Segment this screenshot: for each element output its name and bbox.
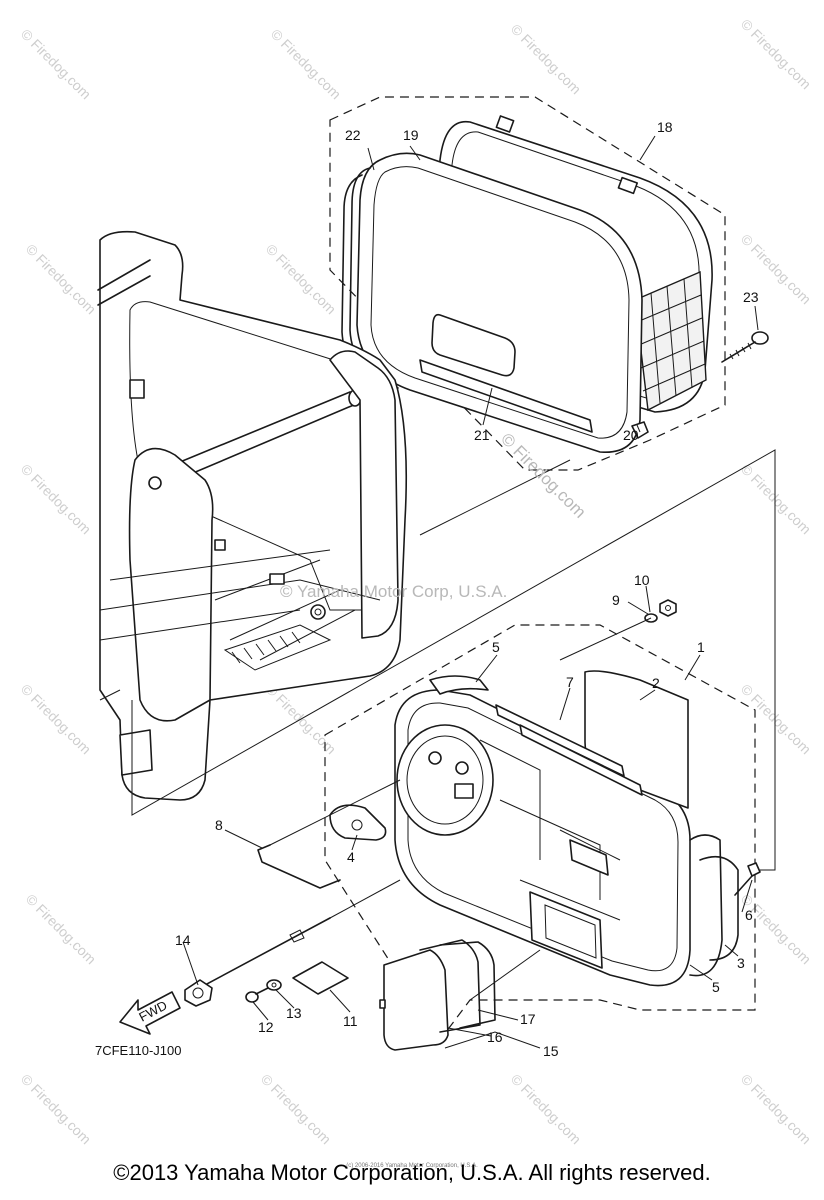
callout-5-upper: 5	[492, 639, 500, 655]
part-6-bolt	[734, 862, 761, 896]
part-19-window	[431, 313, 516, 377]
part-7-strip	[495, 704, 625, 777]
callout-12: 12	[258, 1019, 274, 1035]
part-21-seal-strip	[419, 359, 593, 433]
svg-text:© Firedog.com: © Firedog.com	[738, 891, 814, 967]
svg-text:© Firedog.com: © Firedog.com	[18, 26, 94, 102]
hull-frame-assembly	[97, 230, 408, 801]
callout-3: 3	[737, 955, 745, 971]
callout-4: 4	[347, 849, 355, 865]
callout-23: 23	[743, 289, 759, 305]
callout-21: 21	[474, 427, 490, 443]
part-19-element-frame	[356, 152, 643, 453]
part-17-seal	[419, 939, 496, 1033]
callout-19: 19	[403, 127, 419, 143]
svg-text:© Firedog.com: © Firedog.com	[508, 1071, 584, 1147]
part-23-screw	[721, 331, 769, 363]
callout-15: 15	[543, 1043, 559, 1059]
part-5-gasket-upper	[429, 675, 489, 695]
callout-8: 8	[215, 817, 223, 833]
callout-9: 9	[612, 592, 620, 608]
callout-20: 20	[623, 427, 639, 443]
callout-10: 10	[634, 572, 650, 588]
callout-2: 2	[652, 675, 660, 691]
diagram-code: 7CFE110-J100	[95, 1043, 181, 1058]
svg-text:© Firedog.com: © Firedog.com	[18, 461, 94, 537]
callout-13: 13	[286, 1005, 302, 1021]
svg-text:© Firedog.com: © Firedog.com	[18, 681, 94, 757]
callout-1: 1	[697, 639, 705, 655]
svg-text:© Firedog.com: © Firedog.com	[738, 681, 814, 757]
callout-7: 7	[566, 674, 574, 690]
part-1-internal-walls	[479, 739, 621, 921]
watermark-corp: © Yamaha Motor Corp, U.S.A.	[280, 582, 507, 601]
fwd-arrow-icon: FWD	[119, 991, 181, 1035]
callout-18: 18	[657, 119, 673, 135]
callout-leaders	[182, 135, 759, 1049]
reference-line-upper	[419, 459, 571, 536]
svg-text:© Firedog.com: © Firedog.com	[738, 461, 814, 537]
part-1-pocket	[529, 891, 603, 969]
callout-14: 14	[175, 932, 191, 948]
copyright-footer: ©2013 Yamaha Motor Corporation, U.S.A. A…	[113, 1160, 711, 1185]
part-4-plate	[329, 804, 387, 841]
part-14-choke-cable	[184, 879, 401, 1007]
svg-text:© Firedog.com: © Firedog.com	[508, 21, 584, 97]
part-1-bracket	[569, 839, 609, 876]
svg-text:© Firedog.com: © Firedog.com	[738, 16, 814, 92]
part-13-washer	[266, 979, 282, 991]
svg-text:© Firedog.com: © Firedog.com	[23, 241, 99, 317]
part-8-choke-rod	[257, 779, 401, 889]
tiny-copyright-notice: (c) 2006-2016 Yamaha Motor Corporation, …	[346, 1163, 478, 1169]
callout-11: 11	[343, 1013, 358, 1029]
svg-text:© Firedog.com: © Firedog.com	[18, 1071, 94, 1147]
reference-line-hull	[131, 449, 776, 871]
callout-22: 22	[345, 127, 361, 143]
part-1-port	[396, 724, 494, 836]
part-11-decal	[292, 961, 349, 995]
callout-numbers: 19 22 18 23 21 20 10 9 1 2 5 7 8 4 6 3 5…	[175, 119, 759, 1059]
part-10-nut	[659, 599, 677, 617]
part-20-clip	[631, 421, 649, 439]
svg-text:© Firedog.com: © Firedog.com	[738, 1071, 814, 1147]
svg-text:© Firedog.com: © Firedog.com	[268, 26, 344, 102]
callout-16: 16	[487, 1029, 503, 1045]
svg-text:© Firedog.com: © Firedog.com	[258, 1071, 334, 1147]
svg-text:© Firedog.com: © Firedog.com	[263, 241, 339, 317]
callout-6: 6	[745, 907, 753, 923]
callout-5-lower: 5	[712, 979, 720, 995]
svg-text:© Firedog.com: © Firedog.com	[23, 891, 99, 967]
callout-17: 17	[520, 1011, 536, 1027]
part-16-cover	[379, 949, 449, 1051]
part-18-grille	[634, 270, 707, 412]
